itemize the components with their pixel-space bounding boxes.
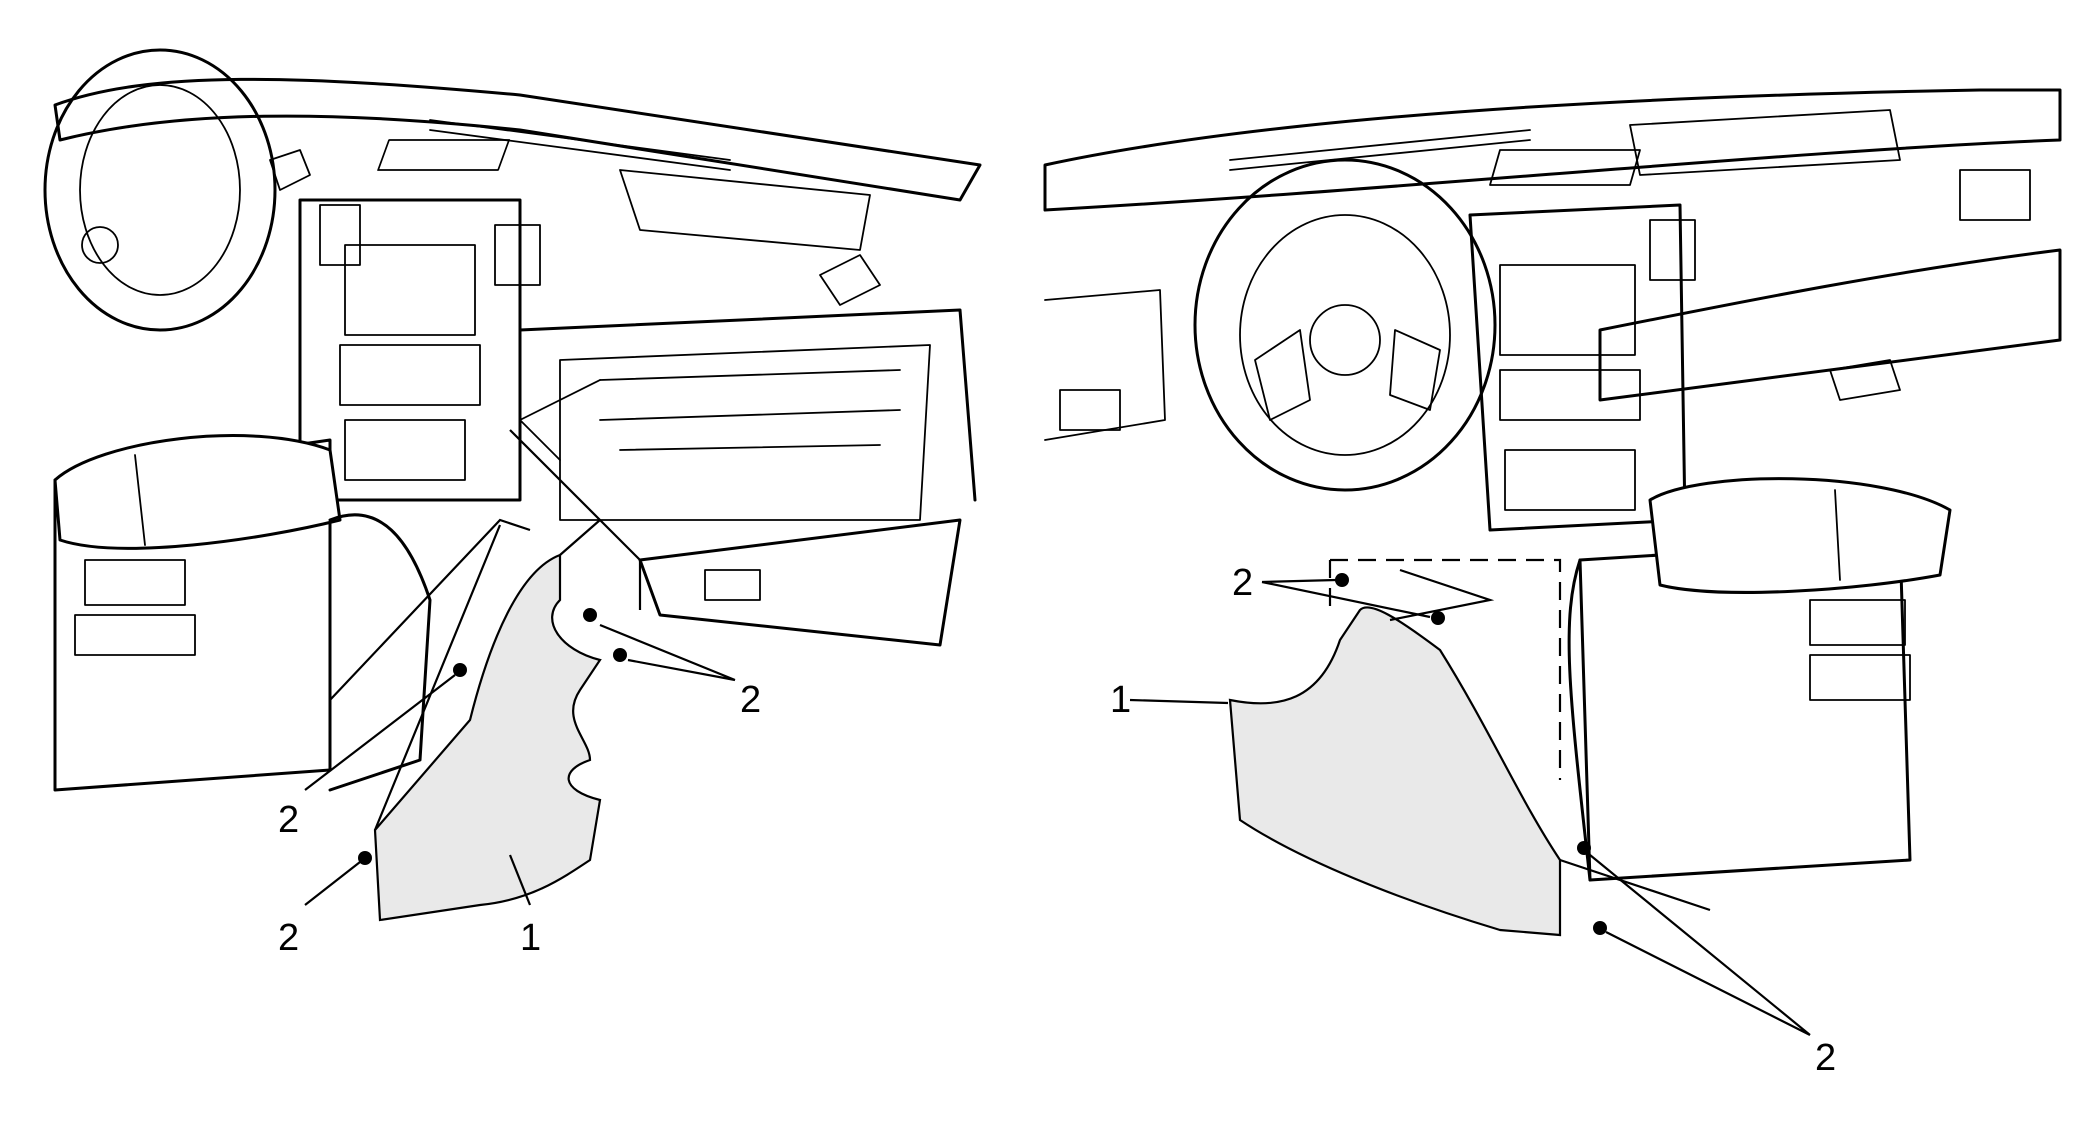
left-vent-right <box>494 224 541 286</box>
right-switch-bank <box>1059 389 1121 431</box>
left-leader-2a <box>304 674 456 791</box>
right-speaker-grille <box>1489 149 1641 186</box>
left-vent-left <box>319 204 361 266</box>
right-glovebox-handle <box>1829 359 1901 401</box>
right-display-lid <box>1629 109 1901 176</box>
left-dash-lower-edge <box>518 308 977 502</box>
left-defrost-vent-2 <box>429 129 731 171</box>
left-fastener-a <box>453 663 467 677</box>
left-dash-top <box>53 77 982 202</box>
right-passenger-dash <box>1598 248 2062 402</box>
left-steering-wheel-inner <box>79 84 241 296</box>
right-install-guide-2 <box>1559 858 1711 912</box>
right-vent-center <box>1649 219 1696 281</box>
left-radio <box>339 344 481 406</box>
right-fastener-a <box>1335 573 1349 587</box>
right-dash-top <box>1043 88 2062 212</box>
right-callout-2-upper: 2 <box>1232 562 1253 604</box>
right-armrest-seam <box>1834 489 1841 581</box>
right-climate <box>1504 449 1636 511</box>
left-glovebox-opening <box>559 344 931 521</box>
right-fastener-c <box>1577 841 1591 855</box>
right-rear-controls <box>1809 654 1911 701</box>
left-fastener-d <box>613 648 627 662</box>
right-horn-pad <box>1309 304 1381 376</box>
right-fastener-b <box>1431 611 1445 625</box>
left-callout-2-upper: 2 <box>278 799 299 841</box>
right-leader-2-lower <box>1589 854 1811 1036</box>
left-shifter <box>269 149 311 191</box>
right-install-guide <box>1389 568 1495 622</box>
right-defrost-vent <box>1229 129 1531 171</box>
right-callout-2-lower: 2 <box>1815 1037 1836 1079</box>
left-armrest <box>53 434 342 550</box>
right-nav-screen <box>1499 264 1636 356</box>
left-center-stack <box>298 198 522 502</box>
left-climate <box>344 419 466 481</box>
right-center-stack <box>1468 203 1687 532</box>
left-leader-2c <box>599 623 736 682</box>
right-console-side-trim <box>1567 558 1592 882</box>
right-steering-wheel <box>1193 158 1497 492</box>
left-armrest-seam <box>134 454 146 546</box>
right-trim-panel <box>1228 606 1562 937</box>
right-leader-1 <box>1129 698 1229 705</box>
left-glovebox-latch <box>704 569 761 601</box>
left-display-lid <box>619 169 871 251</box>
right-driver-lower-dash <box>1044 289 1166 441</box>
left-steering-wheel <box>43 48 277 332</box>
right-fastener-d <box>1593 921 1607 935</box>
right-vent-passenger <box>1959 169 2031 221</box>
right-rear-display <box>1809 599 1906 646</box>
right-steering-wheel-inner <box>1239 214 1451 456</box>
left-nav-screen <box>344 244 476 336</box>
left-vent-passenger <box>819 254 881 306</box>
left-leader-2b <box>304 861 361 906</box>
left-install-guide-2 <box>509 429 642 610</box>
left-bracket <box>519 379 601 461</box>
left-fastener-b <box>358 851 372 865</box>
left-trim-panel <box>373 553 602 922</box>
left-console-side-trim <box>328 513 432 792</box>
right-install-guide-dash <box>1328 558 1562 780</box>
left-speaker-grille <box>377 139 511 171</box>
right-view: 2 1 2 <box>1043 88 2062 1079</box>
left-view: 2 2 2 1 <box>43 48 982 959</box>
right-wheel-controls-right <box>1389 329 1441 411</box>
left-leader-1 <box>508 854 532 906</box>
left-callout-1: 1 <box>520 917 541 959</box>
left-glovebox-door <box>638 518 962 647</box>
left-callout-2-lower: 2 <box>278 917 299 959</box>
left-install-guides <box>329 518 601 831</box>
left-rear-display <box>84 559 186 606</box>
right-radio <box>1499 369 1641 421</box>
left-gauge <box>81 226 119 264</box>
right-leader-2-upper <box>1261 578 1431 619</box>
left-rear-controls <box>74 614 196 656</box>
left-defrost-vent <box>429 119 731 161</box>
right-armrest <box>1648 477 1952 594</box>
left-callout-2-right: 2 <box>740 679 761 721</box>
left-internal-structure <box>599 369 901 451</box>
right-wheel-controls-left <box>1254 329 1311 421</box>
left-fastener-c <box>583 608 597 622</box>
right-callout-1: 1 <box>1110 679 1131 721</box>
